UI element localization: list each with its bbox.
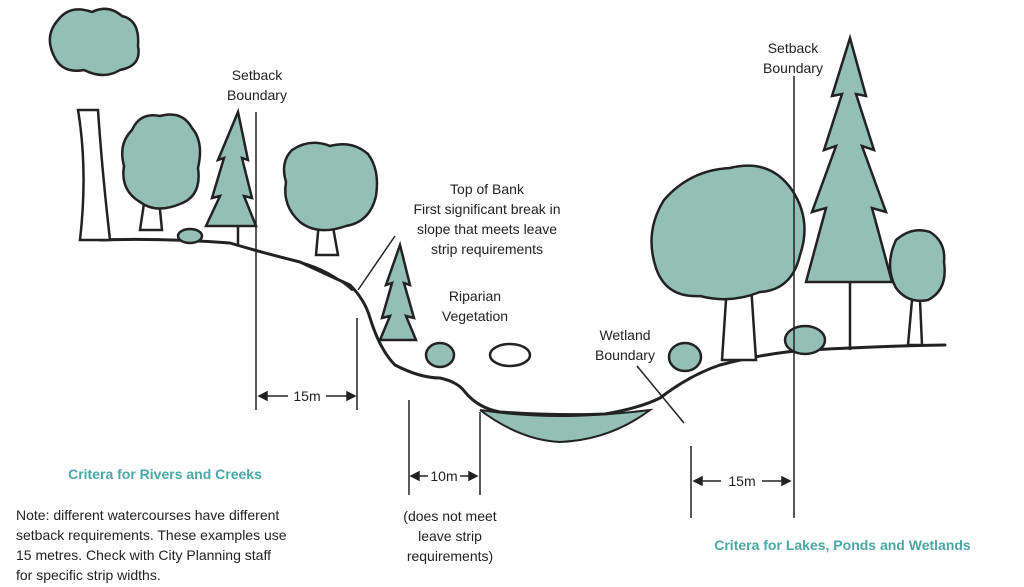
wetland-pointer — [636, 365, 685, 424]
shrubs-riparian — [176, 227, 827, 373]
riparian-vegetation-label: Riparian Vegetation — [441, 288, 509, 324]
wetland-water — [479, 408, 654, 444]
dimension-arrows — [257, 390, 792, 487]
criteria-lakes-heading: Critera for Lakes, Ponds and Wetlands — [714, 537, 971, 553]
dim-left-label: 15m — [289, 386, 325, 406]
tree-right-small-round — [888, 229, 946, 347]
dim-right-label: 15m — [722, 471, 762, 491]
terrain — [98, 237, 947, 417]
setback-right-label: Setback Boundary — [763, 40, 823, 76]
top-of-bank-pointer — [357, 235, 396, 291]
tree-right-large — [650, 164, 806, 362]
trees — [48, 7, 946, 373]
wetland-boundary-label: Wetland Boundary — [595, 327, 655, 363]
note-text: Note: different watercourses have differ… — [16, 507, 287, 583]
does-not-meet-label: (does not meet leave strip requirements) — [403, 508, 497, 564]
criteria-rivers-heading: Critera for Rivers and Creeks — [68, 466, 262, 482]
dim-middle-label: 10m — [428, 466, 460, 486]
setback-left-label: Setback Boundary — [227, 67, 287, 103]
boundary-lines — [255, 76, 795, 518]
tree-left-conifer — [204, 107, 258, 244]
tree-mid-round — [282, 141, 379, 257]
tree-right-conifer — [804, 33, 894, 350]
top-of-bank-label: Top of Bank First significant break in s… — [413, 181, 561, 257]
tree-far-left — [48, 7, 140, 242]
tree-bank-conifer — [378, 240, 418, 342]
tree-left-round — [121, 113, 202, 232]
